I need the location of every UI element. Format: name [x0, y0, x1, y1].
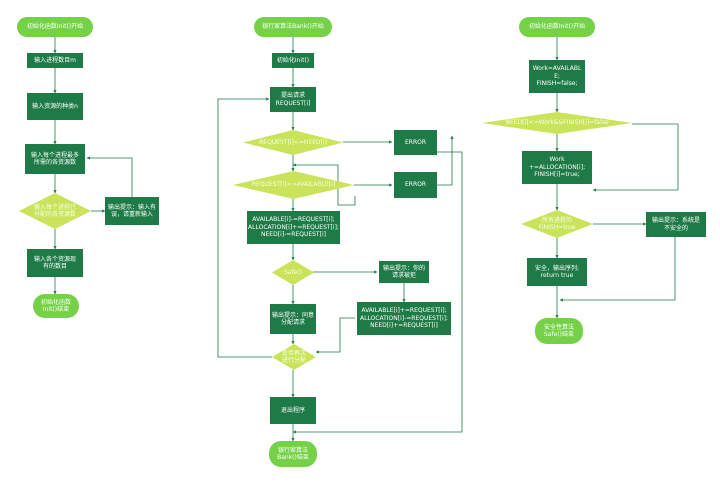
safe-output-sequence-step: 安全，输出序列; return true — [527, 258, 587, 286]
request-granted-message: 输出提示：同意 分配请求 — [270, 304, 316, 334]
rollback-allocation-step: AVAILABLE[i]+=REQUEST[i]; ALLOCATION[i]-… — [357, 302, 451, 335]
init-work-finish-step: Work=AVAILABL E; FINISH=false; — [529, 60, 585, 93]
request-vs-available-decision: REQUEST[i]<=AVAILABLE[i] — [233, 171, 354, 199]
init-end-terminal: 初始化函数 Init()结束 — [33, 294, 79, 318]
make-request-step: 提出请求 REQUEST[i] — [270, 87, 316, 112]
init-start-terminal: 初始化函数Init()开始 — [17, 17, 93, 37]
system-unsafe-message: 输出提示：系统是 不安全的 — [646, 212, 706, 237]
bank-start-terminal: 银行家算法Bank()开始 — [254, 17, 332, 37]
bank-end-terminal: 银行家算法 Bank()结束 — [269, 441, 317, 467]
allocate-again-decision: 是否再次 进行分配 — [272, 344, 316, 370]
input-resource-types-step: 输入资源的种类n — [27, 93, 83, 120]
input-max-demand-step: 输入每个进程最多 所需的各资源数 — [25, 144, 85, 174]
input-error-message-box: 输出提示：输入有 误，请重新输入 — [105, 197, 159, 225]
update-work-step: Work +=ALLOCATION[i]; FINISH[i]=true; — [522, 151, 592, 184]
exit-program-step: 退出程序 — [270, 397, 316, 424]
request-rejected-message: 输出提示：你的 请求被拒 — [379, 261, 429, 283]
call-init-step: 初始化Init() — [272, 53, 314, 68]
need-vs-work-decision: NEED[i]<=Work&&FINISH[i]=false — [482, 112, 632, 134]
error-box-available: ERROR — [394, 172, 437, 198]
input-process-count-step: 输入进程数目m — [27, 53, 83, 68]
allocate-resources-step: AVAILABLE[i]-=REQUEST[i]; ALLOCATION[i]+… — [247, 211, 340, 244]
safe-check-decision: Safe() — [272, 260, 314, 285]
request-vs-need-decision: REQUEST[i]<=NEED[i] — [243, 130, 343, 155]
error-box-need: ERROR — [394, 130, 437, 155]
safe-end-terminal: 安全性算法 Safe()结束 — [535, 318, 583, 344]
input-available-step: 输入各个资源现 有的数目 — [27, 249, 83, 277]
all-finished-decision: 所有进程的 FINISH=true — [521, 210, 593, 238]
safe-start-terminal: 初始化函数Init()开始 — [519, 17, 595, 37]
check-allocated-decision: 输入每个进程已 分配的各资源数 — [19, 193, 91, 229]
